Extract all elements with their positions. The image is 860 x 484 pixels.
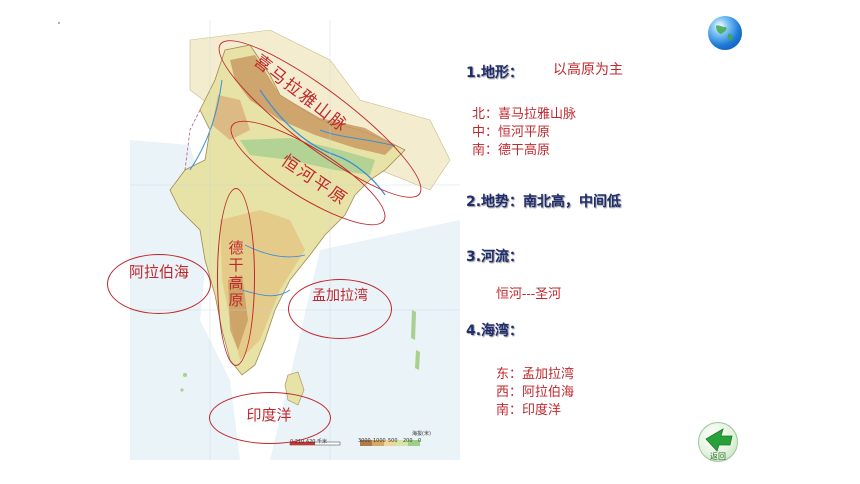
elevation-unit: 海拔(米): [412, 431, 431, 437]
legend-swatch-0: [408, 440, 420, 446]
terrain-south: 南：德干高原: [472, 143, 551, 158]
maldives-2: [180, 388, 184, 392]
decorative-dot: [58, 22, 60, 24]
brahmaputra-river: [319, 129, 396, 147]
legend-swatch-3000: [360, 440, 372, 446]
rivers-detail: 恒河---圣河: [496, 287, 562, 302]
bay-area: [270, 220, 460, 460]
globe-icon: [708, 16, 742, 50]
elevation-step-500: 500: [388, 438, 398, 444]
back-label: 返回: [710, 452, 726, 461]
indus-river: [189, 79, 223, 171]
label-arabian-sea: 阿拉伯海: [129, 263, 190, 281]
legend-swatch-200: [396, 440, 408, 446]
seas-east: 东：孟加拉湾: [496, 367, 575, 382]
northwest-relief: [212, 95, 250, 140]
maldives: [183, 373, 187, 377]
slope-heading: 2.地势：南北高，中间低: [466, 194, 622, 210]
label-deccan: 德干高原: [228, 239, 244, 309]
terrain-north: 北：喜马拉雅山脉: [472, 107, 577, 122]
map-scale-text: 0 210 420 千米: [290, 439, 328, 445]
back-button[interactable]: 返回: [698, 422, 738, 462]
border-line: [184, 109, 201, 171]
terrain-summary: 以高原为主: [553, 62, 623, 78]
ganges-plain-relief: [240, 138, 375, 175]
legend-swatch-1000: [372, 440, 384, 446]
scale-bar-segment: [290, 442, 315, 445]
ganges-river: [259, 89, 386, 196]
bay-of-bengal-ellipse: [288, 279, 392, 339]
himalaya-relief: [230, 55, 395, 155]
seas-west: 西：阿拉伯海: [496, 385, 575, 400]
elevation-step-3000: 3000: [358, 438, 371, 444]
seas-heading: 4.海湾：: [466, 323, 524, 339]
legend-swatch-500: [384, 440, 396, 446]
elevation-step-0: 0: [418, 438, 422, 444]
seas-south: 南：印度洋: [496, 403, 562, 418]
rivers-heading: 3.河流：: [466, 249, 524, 265]
back-arrow-icon: [705, 428, 733, 452]
elevation-step-1000: 1000: [373, 438, 386, 444]
deccan-ellipse: [217, 188, 255, 366]
terrain-heading: 1.地形：: [466, 65, 524, 81]
andaman-islands: [411, 310, 416, 340]
label-indian-ocean: 印度洋: [246, 406, 292, 424]
label-bay-of-bengal: 孟加拉湾: [312, 288, 368, 304]
elevation-step-200: 200: [403, 438, 413, 444]
indian-ocean-ellipse: [209, 392, 331, 444]
arabian-sea-ellipse: [107, 254, 211, 314]
terrain-middle: 中：恒河平原: [472, 125, 551, 140]
nicobar-islands: [415, 350, 420, 370]
